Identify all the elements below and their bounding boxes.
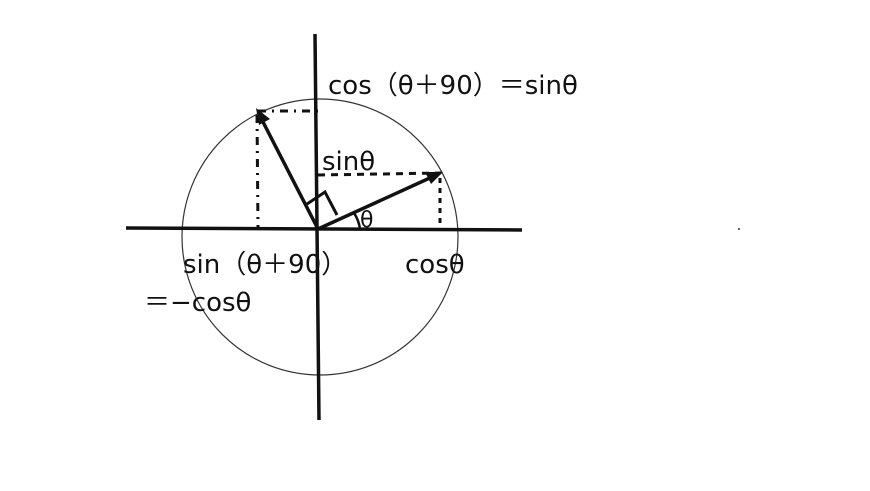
label-cos-theta: cosθ <box>405 250 465 280</box>
projection-sin-shift <box>255 114 260 229</box>
vector-theta-plus-90 <box>260 119 320 230</box>
arrowhead-theta <box>425 172 443 184</box>
label-sin-shift: sin（θ＋90） <box>183 250 347 280</box>
label-neg-cos: ＝−cosθ <box>144 288 251 318</box>
theta-angle-arc <box>352 212 362 230</box>
vector-theta <box>317 175 433 231</box>
label-cos-shift: cos（θ＋90）＝sinθ <box>328 71 578 101</box>
right-angle-marker <box>306 189 339 216</box>
label-sin-theta: sinθ <box>322 147 375 177</box>
unit-circle <box>181 98 459 376</box>
x-axis <box>125 226 523 232</box>
label-theta: θ <box>360 208 373 233</box>
stray-dot <box>738 228 740 230</box>
arrowhead-theta-plus-90 <box>256 108 270 125</box>
